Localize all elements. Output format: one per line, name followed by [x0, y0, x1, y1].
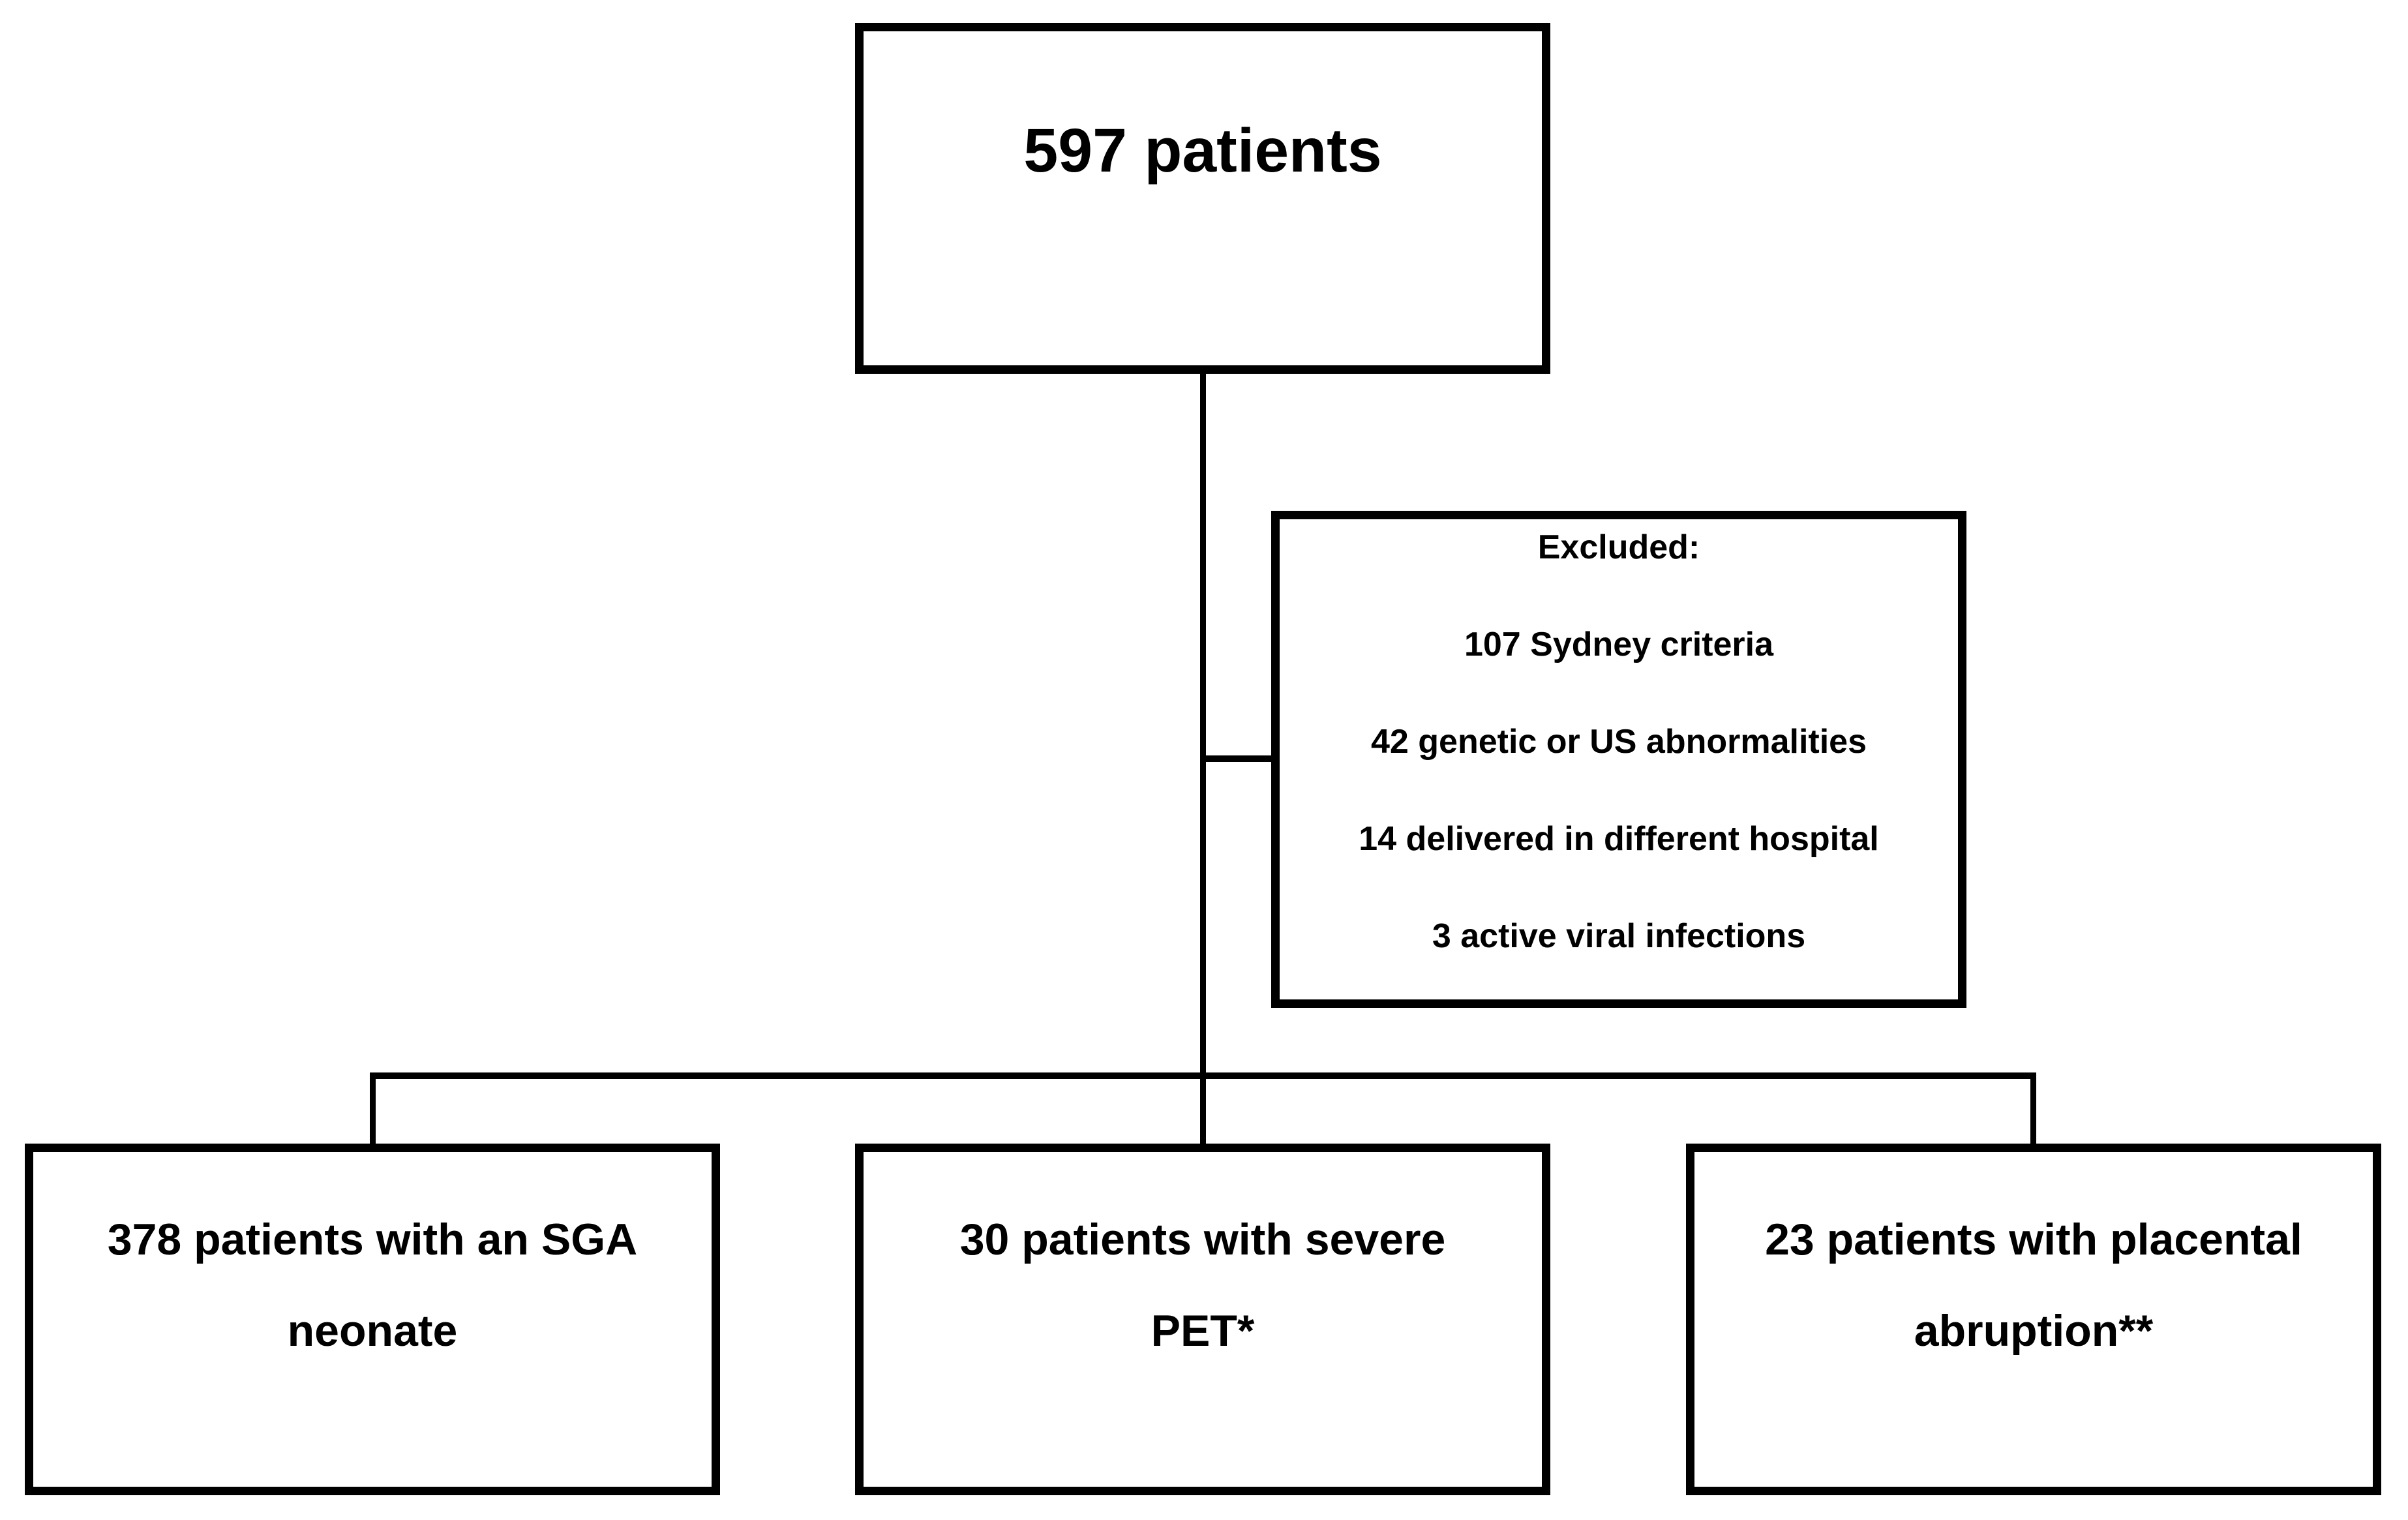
- connector-excluded-horizontal-line: [1203, 755, 1271, 762]
- placental-abruption-line1: 23 patients with placental: [1765, 1215, 2302, 1264]
- sga-neonate-line2: neonate: [287, 1306, 458, 1356]
- total-patients-label: 597 patients: [1023, 116, 1382, 185]
- severe-pet-line1: 30 patients with severe: [959, 1215, 1446, 1264]
- placental-abruption-box: 23 patients with placental abruption**: [1686, 1144, 2381, 1495]
- severe-pet-box: 30 patients with severe PET*: [855, 1144, 1550, 1495]
- sga-neonate-box: 378 patients with an SGA neonate: [25, 1144, 720, 1495]
- placental-abruption-line2: abruption**: [1914, 1306, 2154, 1356]
- excluded-box: Excluded: 107 Sydney criteria 42 genetic…: [1271, 511, 1966, 1008]
- connector-branch-horizontal-line: [370, 1072, 2036, 1079]
- excluded-item-different-hospital: 14 delivered in different hospital: [1359, 820, 1879, 858]
- connector-right-drop-line: [2030, 1072, 2036, 1144]
- excluded-item-sydney-criteria: 107 Sydney criteria: [1464, 626, 1774, 663]
- excluded-title: Excluded:: [1537, 528, 1700, 566]
- sga-neonate-line1: 378 patients with an SGA: [107, 1215, 638, 1264]
- total-patients-box: 597 patients: [855, 23, 1550, 374]
- excluded-item-viral-infections: 3 active viral infections: [1432, 917, 1806, 955]
- excluded-item-genetic-us-abnormalities: 42 genetic or US abnormalities: [1370, 723, 1867, 761]
- severe-pet-line2: PET*: [1151, 1306, 1255, 1356]
- connector-left-drop-line: [370, 1072, 376, 1144]
